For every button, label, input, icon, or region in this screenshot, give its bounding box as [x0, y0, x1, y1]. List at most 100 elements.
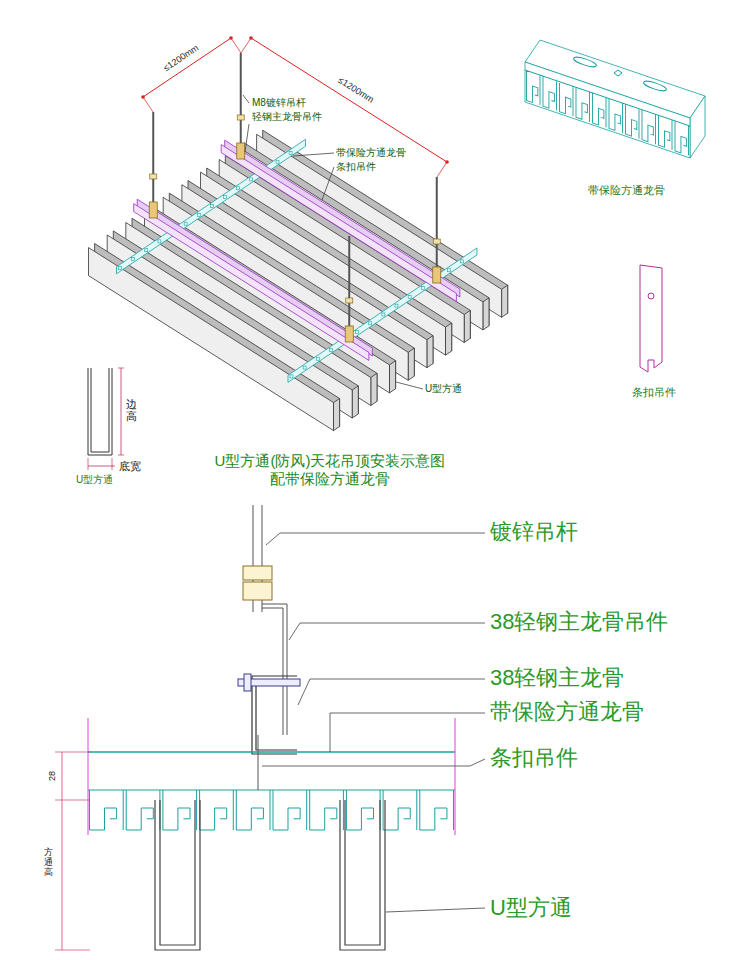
u-channel-end: [371, 373, 377, 405]
extension-line: [143, 97, 153, 112]
part-name: U型方通: [425, 383, 462, 395]
carrier-top-line: [88, 751, 455, 753]
carrier-hole: [276, 160, 279, 163]
dimension-line: [88, 466, 115, 467]
dimension-text: 方通高: [44, 848, 53, 878]
dimension-end: [229, 36, 233, 40]
rod-nut: [237, 115, 244, 120]
leader-line: [298, 679, 485, 705]
u-channel-end: [334, 399, 340, 431]
carrier-hole: [184, 222, 187, 225]
carrier-slot: [573, 55, 598, 68]
hanger-clip: [237, 143, 245, 159]
part-name: 镀锌吊杆: [490, 519, 578, 544]
carrier-hole: [395, 304, 398, 307]
dimension-line: [143, 38, 231, 97]
carrier-hole: [448, 269, 451, 272]
carrier-slot: [643, 79, 668, 92]
dimension-text: 底宽: [119, 460, 141, 473]
part-name: 条扣吊件: [632, 386, 676, 399]
dimension-text: ≤1200mm: [162, 43, 201, 74]
u-profile: [88, 368, 112, 455]
rod-nut: [433, 239, 440, 244]
carrier-hole: [145, 249, 148, 252]
u-channel-end: [464, 310, 470, 342]
carrier-hole: [408, 295, 411, 298]
part-name: 38轻钢主龙骨: [490, 665, 624, 690]
leader-line: [396, 382, 423, 389]
part-name: 条扣吊件: [490, 745, 578, 770]
u-channel-end: [446, 323, 452, 355]
hanger-clip: [433, 267, 441, 283]
diagram-title: U型方通(防风)天花吊顶安装示意图 配带保险方通龙骨: [175, 452, 485, 488]
part-name: 轻钢主龙骨吊件: [252, 111, 322, 123]
dimension-text: 28: [47, 771, 57, 781]
part-name: 带保险方通龙骨: [588, 184, 665, 197]
carrier-hole: [461, 260, 464, 263]
strip-clip: [640, 265, 662, 372]
part-name: 带保险方通龙骨: [490, 699, 644, 724]
carrier-hole: [614, 70, 622, 76]
carrier-hole: [290, 375, 293, 378]
main-keel: [134, 204, 369, 361]
carrier-hole: [329, 348, 332, 351]
carrier-end: [690, 96, 705, 158]
leader-line: [293, 153, 334, 156]
carrier-hole: [356, 331, 359, 334]
rod-nut: [243, 582, 272, 600]
hanger-rod: [152, 112, 154, 216]
dimension-line: [62, 752, 63, 950]
leader-line: [330, 713, 485, 752]
carrier-meander: [88, 790, 455, 830]
carrier-hole: [132, 258, 135, 261]
clip-hole: [648, 293, 654, 299]
hanger-clip: [149, 202, 157, 218]
carrier-hole: [250, 178, 253, 181]
carrier-hole: [382, 313, 385, 316]
leader-line: [289, 623, 485, 640]
u-channel-section: [155, 800, 385, 950]
extension-line: [55, 752, 90, 753]
carrier-hole: [158, 240, 161, 243]
dimension-text: ≤1200mm: [336, 75, 375, 105]
u-channel-end: [390, 361, 396, 393]
part-name: U型方通: [76, 474, 113, 486]
dimension-end: [445, 160, 449, 164]
carrier-meander: [525, 70, 690, 156]
hanger-rod: [348, 236, 350, 340]
carrier-hole: [197, 213, 200, 216]
bolt-nut: [244, 674, 251, 691]
hanger-rod: [436, 177, 438, 281]
main-keel-section: [252, 676, 297, 754]
carrier-front: [525, 62, 690, 158]
extension-line: [231, 38, 241, 53]
dimension-end: [249, 36, 253, 40]
carrier-hole: [303, 366, 306, 369]
part-name: U型方通: [490, 895, 572, 920]
rod-nut: [346, 298, 353, 303]
u-channel-end: [502, 285, 508, 317]
part-name: 38轻钢主龙骨吊件: [490, 609, 668, 634]
extension-line: [112, 458, 113, 470]
extension-line: [55, 800, 90, 801]
carrier-hole: [316, 357, 319, 360]
u-channel-end: [408, 348, 414, 380]
part-name: M8镀锌吊杆: [252, 97, 306, 109]
leader-line: [243, 95, 249, 103]
dimension-text: 边高: [126, 398, 137, 422]
carrier-hole: [369, 322, 372, 325]
rod-nut: [243, 566, 272, 580]
carrier-hole: [119, 266, 122, 269]
carrier-hole: [210, 204, 213, 207]
leader-line: [245, 124, 249, 152]
u-channel-end: [352, 386, 358, 418]
leader-line: [262, 759, 485, 766]
part-name: 带保险方通龙骨: [336, 147, 406, 159]
rod-nut: [150, 174, 157, 179]
carrier-hole: [421, 286, 424, 289]
carrier-end-line: [455, 718, 456, 835]
dimension-end: [141, 95, 145, 99]
part-name: 条扣吊件: [336, 161, 376, 173]
leader-line: [322, 167, 334, 200]
